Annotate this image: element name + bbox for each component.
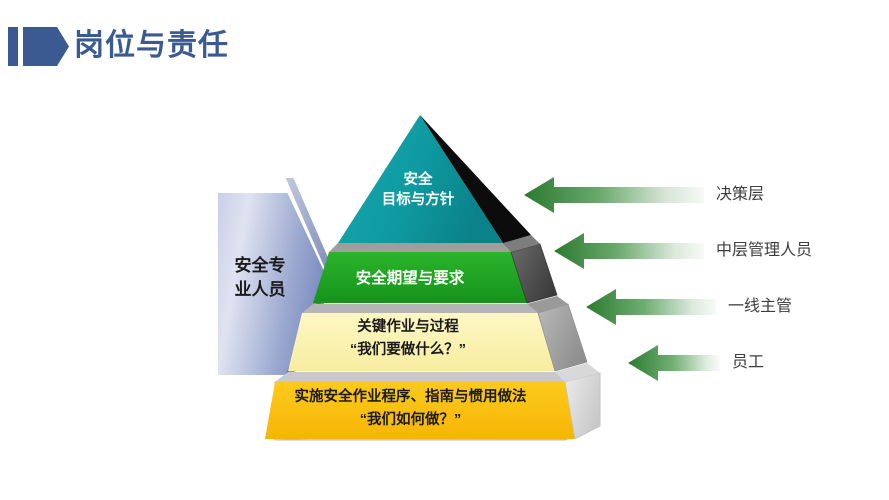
label-frontline-supervisor: 一线主管 [728,298,793,315]
label-middle-management: 中层管理人员 [716,242,813,259]
arrow-decision-icon [524,177,704,213]
right-arrow-row-middle-management: 中层管理人员 [554,228,844,274]
arrow-frontline-supervisor-icon [586,289,716,325]
header-accent-tick [8,27,18,66]
right-arrow-row-frontline-supervisor: 一线主管 [586,284,876,330]
arrow-employee-icon [628,345,720,381]
right-arrow-row-decision: 决策层 [524,172,814,218]
header-bar: 岗位与责任 [0,0,889,92]
left-arrow-label: 安全专 业人员 [234,256,286,299]
pyramid-shape [265,115,601,441]
label-employee: 员工 [732,354,765,371]
arrow-middle-management-icon [554,233,704,269]
page-title: 岗位与责任 [74,29,229,62]
label-decision-layer: 决策层 [716,186,765,203]
safety-pyramid: 安全 目标与方针 安全期望与要求 关键作业与过程 “我们要做什么？” 实施安全作… [255,108,625,453]
right-arrow-row-employee: 员工 [628,340,889,386]
